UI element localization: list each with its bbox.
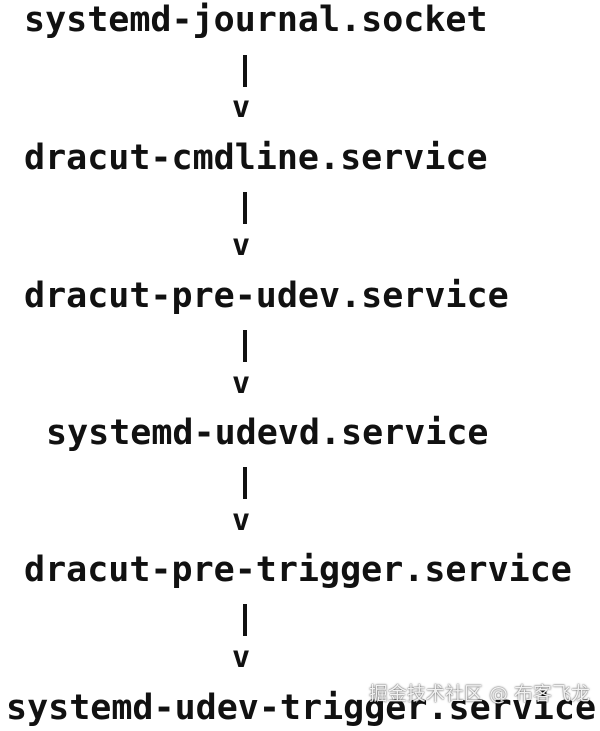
connector-bar	[243, 192, 247, 224]
arrow-down-icon: v	[232, 640, 251, 675]
connector-bar	[243, 604, 247, 636]
connector-bar	[243, 330, 247, 362]
arrow-down-icon: v	[232, 228, 251, 263]
arrow-down-icon: v	[232, 366, 251, 401]
node-systemd-udev-trigger-service: systemd-udev-trigger.service	[6, 688, 597, 728]
arrow-down-icon: v	[232, 90, 251, 125]
connector-bar	[243, 467, 247, 499]
node-dracut-cmdline-service: dracut-cmdline.service	[24, 138, 488, 178]
watermark: 掘金技术社区 @ 布客飞龙	[368, 683, 590, 705]
node-dracut-pre-trigger-service: dracut-pre-trigger.service	[24, 550, 572, 590]
node-systemd-udevd-service: systemd-udevd.service	[46, 413, 489, 453]
node-systemd-journal-socket: systemd-journal.socket	[24, 0, 488, 40]
arrow-down-icon: v	[232, 503, 251, 538]
connector-bar	[243, 55, 247, 87]
node-dracut-pre-udev-service: dracut-pre-udev.service	[24, 276, 509, 316]
